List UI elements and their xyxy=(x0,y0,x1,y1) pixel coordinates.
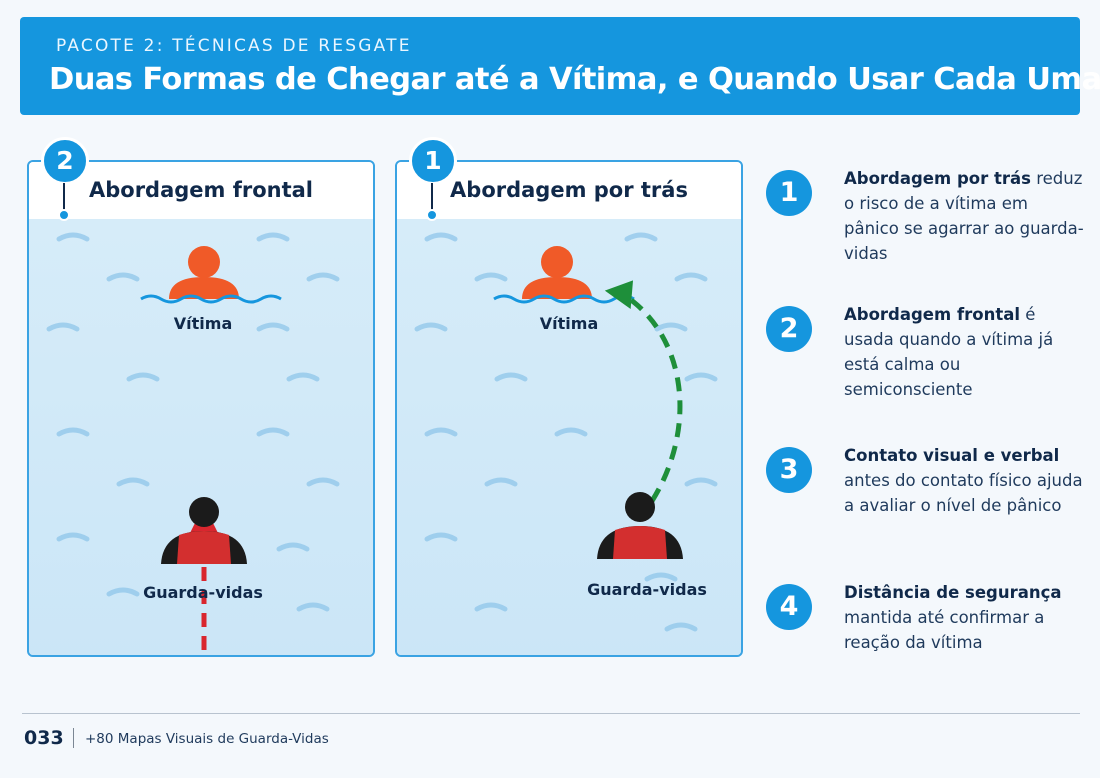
badge-number: 2 xyxy=(41,137,89,185)
rescuer-figure xyxy=(161,497,247,564)
rescuer-label: Guarda-vidas xyxy=(587,580,707,599)
panel-title: Abordagem frontal xyxy=(88,178,314,202)
step-detail: é usada quando a vítima já está calma ou… xyxy=(844,305,1054,399)
step-highlight: Abordagem por trás xyxy=(844,169,1031,188)
badge-dot xyxy=(58,209,70,221)
rescuer-figure xyxy=(597,492,683,559)
step-text: Abordagem por trás reduz o risco de a ví… xyxy=(844,166,1084,266)
frontal-scene xyxy=(46,232,340,650)
victim-figure xyxy=(140,246,282,304)
step-highlight: Distância de segurança xyxy=(844,583,1062,602)
step-number: 2 xyxy=(766,306,812,352)
panel-frontal: Abordagem frontal xyxy=(27,160,375,657)
header-banner: PACOTE 2: TÉCNICAS DE RESGATE Duas Forma… xyxy=(20,17,1100,115)
badge-stem xyxy=(431,183,433,213)
step-text: Contato visual e verbal antes do contato… xyxy=(844,443,1084,518)
page-number: 033 xyxy=(24,727,64,749)
badge-stem xyxy=(63,183,65,213)
victim-label: Vítima xyxy=(539,314,599,333)
badge-number: 1 xyxy=(409,137,457,185)
section-kicker: PACOTE 2: TÉCNICAS DE RESGATE xyxy=(56,36,412,56)
victim-figure xyxy=(493,246,635,304)
panel-rear: Abordagem por trás Vítima Guarda-vi xyxy=(395,160,743,657)
step-number: 4 xyxy=(766,584,812,630)
step-detail: reduz o risco de a vítima em pânico se a… xyxy=(844,169,1084,263)
rear-scene xyxy=(414,232,718,632)
rear-arrow xyxy=(604,280,683,503)
frontal-rescuer xyxy=(161,497,247,564)
step-detail: mantida até confirmar a reação da vítima xyxy=(844,608,1045,652)
step-text: Distância de segurança mantida até confi… xyxy=(844,580,1084,655)
badge-dot xyxy=(426,209,438,221)
wave-pattern xyxy=(414,232,718,632)
footer-separator xyxy=(73,728,74,748)
step-number: 3 xyxy=(766,447,812,493)
rescuer-label: Guarda-vidas xyxy=(143,583,263,602)
panel-title: Abordagem por trás xyxy=(450,178,688,202)
page-title: Duas Formas de Chegar até a Vítima, e Qu… xyxy=(49,62,1100,97)
step-text: Abordagem frontal é usada quando a vítim… xyxy=(844,302,1084,402)
book-title: +80 Mapas Visuais de Guarda-Vidas xyxy=(85,731,329,747)
wave-pattern xyxy=(46,232,340,612)
step-highlight: Abordagem frontal xyxy=(844,305,1021,324)
step-highlight: Contato visual e verbal xyxy=(844,446,1060,465)
step-detail: antes do contato físico ajuda a avaliar … xyxy=(844,471,1083,515)
footer-divider xyxy=(22,713,1080,714)
step-number: 1 xyxy=(766,170,812,216)
victim-label: Vítima xyxy=(173,314,233,333)
